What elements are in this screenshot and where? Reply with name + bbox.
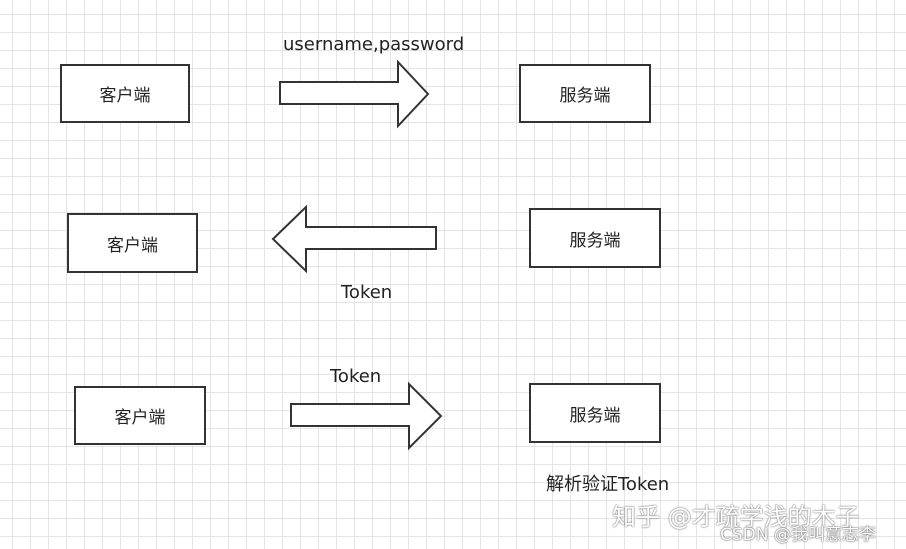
arrow-label-token-response: Token xyxy=(341,282,393,303)
server-note-verify-token: 解析验证Token xyxy=(546,474,670,495)
client-box-1: 客户端 xyxy=(60,64,190,123)
arrow-left-icon xyxy=(271,204,437,274)
client-box-3: 客户端 xyxy=(74,386,206,445)
arrow-right-icon xyxy=(290,381,443,451)
arrow-label-token-request: Token xyxy=(330,366,382,387)
server-label-1: 服务端 xyxy=(559,86,611,106)
arrow-right-icon xyxy=(279,59,430,129)
client-box-2: 客户端 xyxy=(67,213,198,273)
client-label-3: 客户端 xyxy=(114,408,166,428)
server-label-3: 服务端 xyxy=(569,405,621,426)
server-label-2: 服务端 xyxy=(569,230,621,251)
csdn-watermark: CSDN @我叫意志李 xyxy=(720,525,876,545)
server-box-2: 服务端 xyxy=(529,208,661,268)
server-box-3: 服务端 xyxy=(529,383,661,443)
zhihu-watermark: 知乎 @才疏学浅的木子 xyxy=(612,503,860,531)
arrow-label-credentials: username,password xyxy=(283,34,465,55)
client-label-2: 客户端 xyxy=(107,235,158,256)
server-box-1: 服务端 xyxy=(519,64,651,123)
client-label-1: 客户端 xyxy=(99,86,151,106)
